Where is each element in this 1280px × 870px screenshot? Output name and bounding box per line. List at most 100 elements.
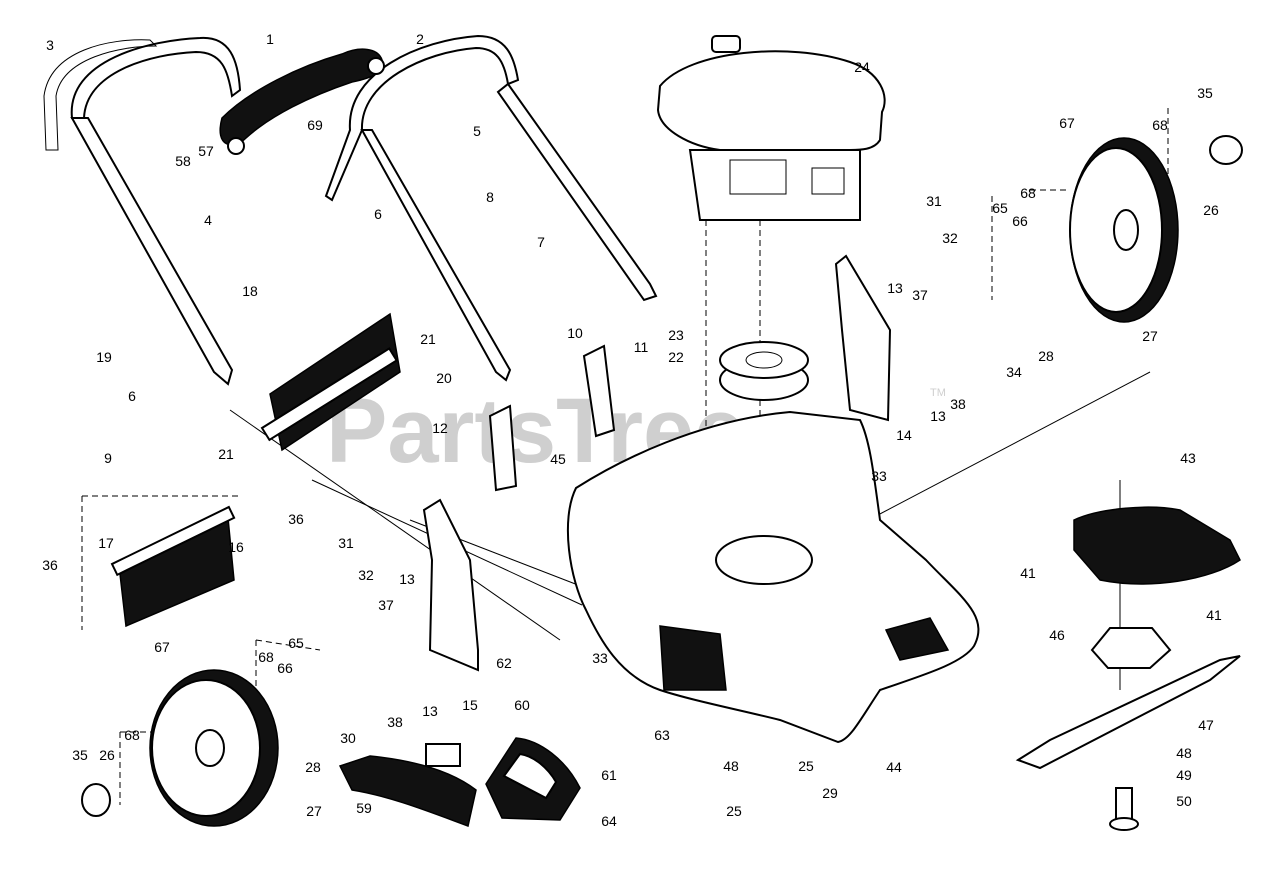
side-discharge-59	[338, 743, 477, 828]
callout-68: 68	[124, 727, 140, 743]
callout-69: 69	[307, 117, 323, 133]
callout-9: 9	[104, 450, 112, 466]
wheel-27-lower	[149, 669, 279, 827]
upper-handle-3	[43, 39, 158, 151]
blade-bolt-50	[1109, 787, 1139, 831]
callout-67: 67	[1059, 115, 1075, 131]
callout-25: 25	[798, 758, 814, 774]
callout-13: 13	[930, 408, 946, 424]
callout-13: 13	[399, 571, 415, 587]
callout-67: 67	[154, 639, 170, 655]
callout-65: 65	[288, 635, 304, 651]
callout-43: 43	[1180, 450, 1196, 466]
upper-handle-1	[70, 36, 242, 386]
callout-37: 37	[378, 597, 394, 613]
callout-49: 49	[1176, 767, 1192, 783]
callout-20: 20	[436, 370, 452, 386]
height-plate-12	[488, 404, 518, 492]
callout-22: 22	[668, 349, 684, 365]
callout-36: 36	[288, 511, 304, 527]
callout-14: 14	[896, 427, 912, 443]
callout-2: 2	[416, 31, 424, 47]
height-plate-11	[582, 344, 616, 438]
callout-60: 60	[514, 697, 530, 713]
callout-58: 58	[175, 153, 191, 169]
handle-grip-69	[219, 48, 385, 155]
callout-66: 66	[1012, 213, 1028, 229]
callout-15: 15	[462, 697, 478, 713]
callout-7: 7	[537, 234, 545, 250]
callout-3: 3	[46, 37, 54, 53]
callout-38: 38	[950, 396, 966, 412]
callout-47: 47	[1198, 717, 1214, 733]
callout-12: 12	[432, 420, 448, 436]
height-bracket-15	[422, 498, 479, 672]
callout-65: 65	[992, 200, 1008, 216]
callout-28: 28	[305, 759, 321, 775]
callout-26: 26	[99, 747, 115, 763]
callout-59: 59	[356, 800, 372, 816]
callout-27: 27	[1142, 328, 1158, 344]
callout-6: 6	[128, 388, 136, 404]
rear-flap-20	[260, 312, 401, 452]
callout-6: 6	[374, 206, 382, 222]
callout-31: 31	[926, 193, 942, 209]
callout-62: 62	[496, 655, 512, 671]
callout-8: 8	[486, 189, 494, 205]
callout-35: 35	[1197, 85, 1213, 101]
callout-27: 27	[306, 803, 322, 819]
callout-5: 5	[473, 123, 481, 139]
callout-63: 63	[654, 727, 670, 743]
callout-21: 21	[420, 331, 436, 347]
callout-17: 17	[98, 535, 114, 551]
callout-68: 68	[258, 649, 274, 665]
callout-28: 28	[1038, 348, 1054, 364]
callout-31: 31	[338, 535, 354, 551]
callout-33: 33	[592, 650, 608, 666]
callout-57: 57	[198, 143, 214, 159]
engine-24	[656, 35, 886, 221]
callout-21: 21	[218, 446, 234, 462]
callout-44: 44	[886, 759, 902, 775]
callout-1: 1	[266, 31, 274, 47]
rear-door-9	[110, 505, 236, 628]
callout-25: 25	[726, 803, 742, 819]
blade-47	[1015, 655, 1241, 770]
mower-deck-44	[566, 410, 980, 744]
callout-11: 11	[634, 339, 649, 355]
callout-32: 32	[358, 567, 374, 583]
mulch-plug-64	[485, 737, 581, 821]
callout-64: 64	[601, 813, 617, 829]
pulley-22	[719, 341, 809, 401]
hubcap-35-lower	[81, 783, 111, 817]
callout-26: 26	[1203, 202, 1219, 218]
height-bracket-14	[834, 254, 892, 422]
callout-41: 41	[1020, 565, 1036, 581]
callout-4: 4	[204, 212, 212, 228]
callout-37: 37	[912, 287, 928, 303]
wheel-27-upper	[1069, 137, 1179, 323]
callout-38: 38	[387, 714, 403, 730]
baffle-43	[1073, 506, 1241, 585]
callout-36: 36	[42, 557, 58, 573]
hubcap-35-upper	[1209, 135, 1243, 165]
callout-23: 23	[668, 327, 684, 343]
callout-24: 24	[854, 59, 870, 75]
blade-adapter-46	[1090, 627, 1172, 669]
callout-35: 35	[72, 747, 88, 763]
callout-66: 66	[277, 660, 293, 676]
callout-10: 10	[567, 325, 583, 341]
callout-30: 30	[340, 730, 356, 746]
callout-29: 29	[822, 785, 838, 801]
callout-13: 13	[422, 703, 438, 719]
callout-68: 68	[1020, 185, 1036, 201]
callout-48: 48	[723, 758, 739, 774]
callout-48: 48	[1176, 745, 1192, 761]
callout-33: 33	[871, 468, 887, 484]
callout-18: 18	[242, 283, 258, 299]
callout-45: 45	[550, 451, 566, 467]
callout-50: 50	[1176, 793, 1192, 809]
callout-46: 46	[1049, 627, 1065, 643]
